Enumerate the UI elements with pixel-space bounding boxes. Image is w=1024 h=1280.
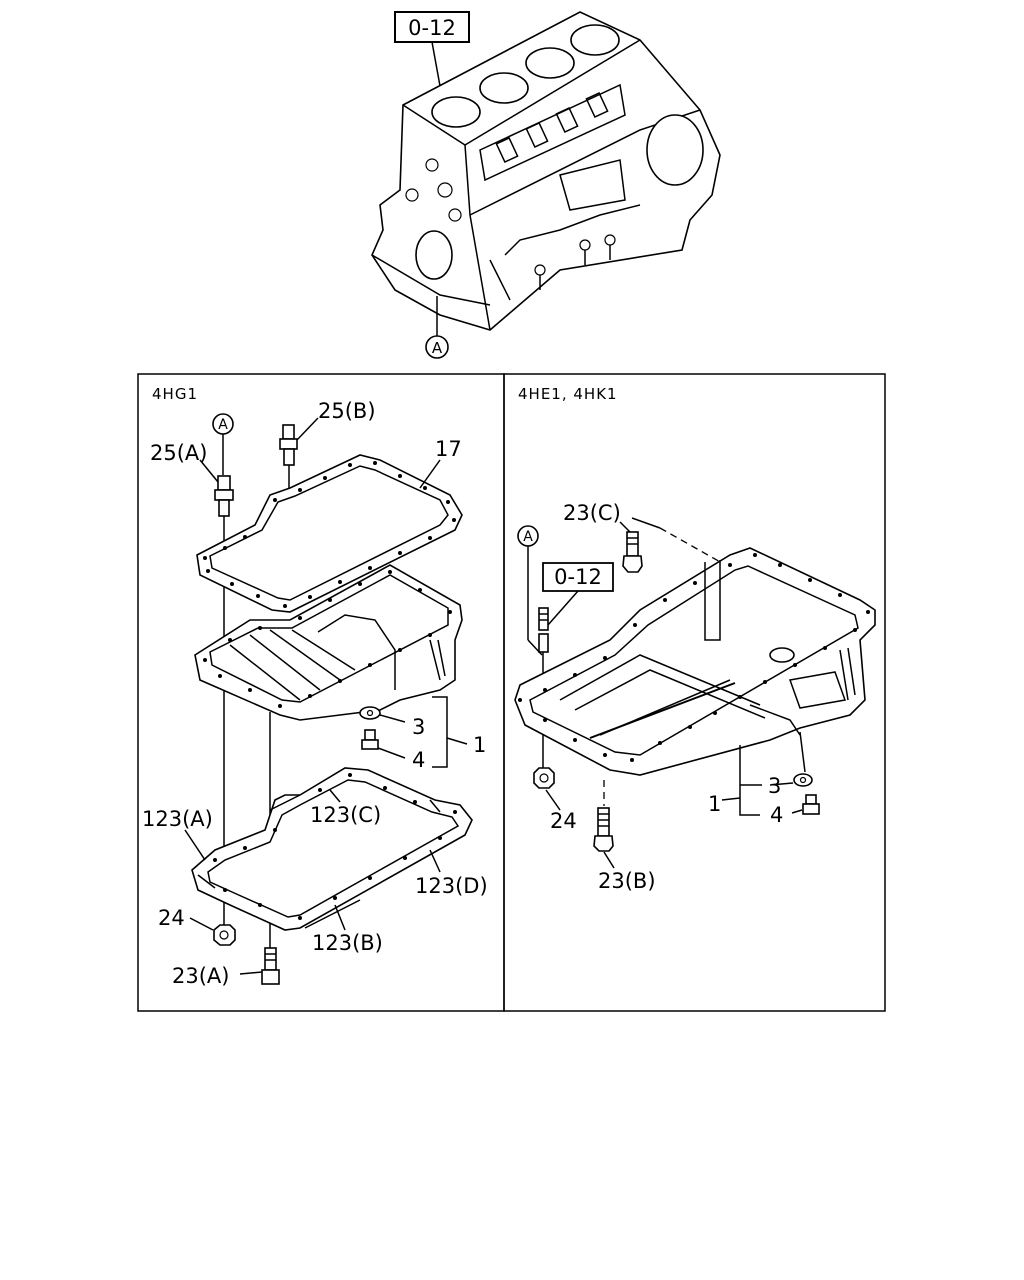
gasket-17-part xyxy=(196,454,463,613)
label-23a: 23(A) xyxy=(172,964,229,988)
right-panel-4he1-4hk1: 4HE1, 4HK1 A 0-12 23(C) xyxy=(514,385,876,893)
top-marker-a: A xyxy=(432,339,443,357)
label-123b: 123(B) xyxy=(312,931,383,955)
label-4: 4 xyxy=(412,748,425,772)
label-123d: 123(D) xyxy=(415,874,488,898)
nut-24-part xyxy=(213,924,236,946)
drain-plug-4-part xyxy=(361,729,379,750)
gasket-123-set-part xyxy=(191,767,473,931)
left-panel-title: 4HG1 xyxy=(152,385,198,403)
label-123c: 123(C) xyxy=(310,803,381,827)
right-panel-frame xyxy=(503,373,886,1012)
label-1-right: 1 xyxy=(708,792,721,816)
right-panel-title: 4HE1, 4HK1 xyxy=(518,385,618,403)
label-123a: 123(A) xyxy=(142,807,213,831)
right-ref-box-label: 0-12 xyxy=(554,565,602,589)
label-24: 24 xyxy=(158,906,185,930)
label-3: 3 xyxy=(412,715,425,739)
left-panel-4hg1: 4HG1 A 25(A) 25(B) xyxy=(142,385,488,988)
drain-plug-4-right-part xyxy=(802,794,820,815)
oil-pan-4he1-part xyxy=(514,547,876,776)
label-4-right: 4 xyxy=(770,803,783,827)
bolt-23c-part xyxy=(622,531,643,573)
label-3-right: 3 xyxy=(768,774,781,798)
left-marker-a: A xyxy=(218,417,228,433)
engine-block-illustration: 0-12 xyxy=(371,11,721,359)
label-25b: 25(B) xyxy=(318,399,376,423)
label-23b: 23(B) xyxy=(598,869,656,893)
label-24-right: 24 xyxy=(550,809,577,833)
nut-24-right-part xyxy=(533,767,555,789)
right-marker-a: A xyxy=(523,529,533,545)
stud-25b-part xyxy=(279,424,298,490)
label-23c: 23(C) xyxy=(563,501,621,525)
bolt-23b-part xyxy=(593,807,614,852)
label-1: 1 xyxy=(473,733,486,757)
label-17: 17 xyxy=(435,437,462,461)
right-ref-box xyxy=(542,562,614,592)
label-25a: 25(A) xyxy=(150,441,207,465)
top-ref-box-label: 0-12 xyxy=(408,16,456,40)
bolt-23a-part xyxy=(261,947,280,985)
